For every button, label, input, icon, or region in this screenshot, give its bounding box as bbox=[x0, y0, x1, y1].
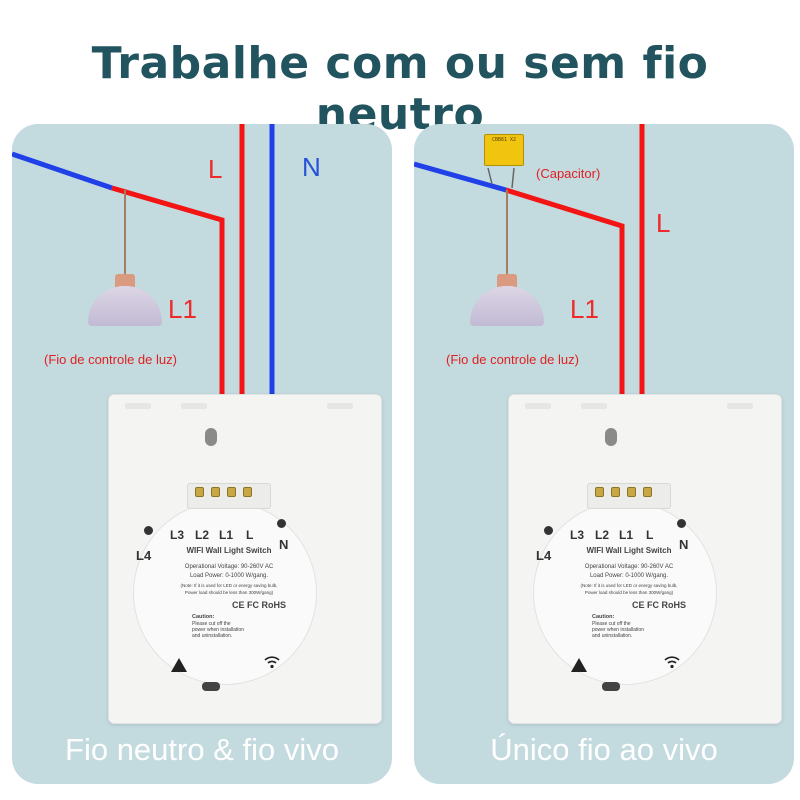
terminal-l4: L4 bbox=[536, 548, 552, 563]
spec-note-1: (Note: If it is used for LED or energy s… bbox=[580, 583, 678, 588]
wall-switch: L3 L2 L1 L L4 WIFI Wall Light Switch Ope… bbox=[508, 394, 782, 724]
load-wire-label: L1 bbox=[168, 294, 197, 324]
capacitor-print: CBB61 X2 bbox=[491, 137, 517, 143]
caption-left: Fio neutro & fio vivo bbox=[65, 732, 339, 767]
caution-text-2: power when installation bbox=[192, 627, 244, 633]
wall-switch: L3 L2 L1 L L4 WIFI Wall Light Switch Ope… bbox=[108, 394, 382, 724]
lamp-control-label: (Fio de controle de luz) bbox=[446, 352, 579, 367]
live-wire-label: L bbox=[656, 208, 671, 238]
terminal-l: L bbox=[246, 528, 254, 542]
switch-module: L3 L2 L1 L L4 WIFI Wall Light Switch Ope… bbox=[533, 501, 717, 685]
panel-without-neutral: CBB61 X2 (Capacitor) L L1 (Fio de contro… bbox=[414, 124, 794, 784]
terminal-l2: L2 bbox=[195, 528, 210, 542]
terminal-l: L bbox=[646, 528, 654, 542]
page-title: Trabalhe com ou sem fio neutro bbox=[91, 38, 709, 140]
caution-text-3: and uninstallation. bbox=[192, 633, 233, 639]
neutral-wire-label: N bbox=[302, 152, 321, 182]
switch-module: L3 L2 L1 L L4 WIFI Wall Light Switch Ope… bbox=[133, 501, 317, 685]
switch-slot bbox=[605, 428, 617, 446]
spec-note-2: Power load should be less than 300W/gang… bbox=[584, 590, 674, 595]
capacitor-icon: CBB61 X2 bbox=[484, 134, 524, 166]
caution-text-3: and uninstallation. bbox=[592, 633, 633, 639]
spec-note-2: Power load should be less than 300W/gang… bbox=[184, 590, 274, 595]
caution-icon bbox=[171, 658, 187, 672]
terminal-l1: L1 bbox=[619, 528, 634, 542]
neutral-wire-to-lamp bbox=[12, 151, 113, 191]
caution-title: Caution: bbox=[592, 614, 615, 620]
spec-power: Load Power: 0-1000 W/gang. bbox=[589, 573, 669, 579]
spec-voltage: Operational Voltage: 90-260V AC bbox=[584, 564, 674, 570]
switch-bottom-slot bbox=[202, 682, 220, 691]
terminal-n: N bbox=[279, 537, 289, 552]
wifi-icon bbox=[264, 656, 280, 669]
caution-text-2: power when installation bbox=[592, 627, 644, 633]
caution-icon bbox=[571, 658, 587, 672]
caution-text-1: Please cut off the bbox=[192, 621, 231, 627]
spec-voltage: Operational Voltage: 90-260V AC bbox=[184, 564, 274, 570]
switch-slot bbox=[205, 428, 217, 446]
switch-bottom-slot bbox=[602, 682, 620, 691]
capacitor-label: (Capacitor) bbox=[536, 166, 601, 181]
terminal-l3: L3 bbox=[570, 528, 585, 542]
terminal-l1: L1 bbox=[219, 528, 234, 542]
switch-model-text: WIFI Wall Light Switch bbox=[586, 546, 672, 555]
spec-power: Load Power: 0-1000 W/gang. bbox=[189, 573, 269, 579]
caution-text-1: Please cut off the bbox=[592, 621, 631, 627]
panel-with-neutral: L N L1 (Fio de controle de luz) L3 L2 L1… bbox=[12, 124, 392, 784]
live-wire-label: L bbox=[208, 154, 223, 184]
terminal-l4: L4 bbox=[136, 548, 152, 563]
spec-note-1: (Note: If it is used for LED or energy s… bbox=[180, 583, 278, 588]
terminal-l2: L2 bbox=[595, 528, 610, 542]
neutral-wire-to-lamp bbox=[414, 161, 507, 193]
load-wire-label: L1 bbox=[570, 294, 599, 324]
terminal-n: N bbox=[679, 537, 689, 552]
lamp-control-label: (Fio de controle de luz) bbox=[44, 352, 177, 367]
cert-marks: CE FC RoHS bbox=[632, 600, 686, 610]
caution-title: Caution: bbox=[192, 614, 215, 620]
terminal-l3: L3 bbox=[170, 528, 185, 542]
caption-right: Único fio ao vivo bbox=[490, 732, 718, 767]
cert-marks: CE FC RoHS bbox=[232, 600, 286, 610]
neutral-terminal-hole bbox=[677, 519, 686, 528]
switch-model-text: WIFI Wall Light Switch bbox=[186, 546, 272, 555]
neutral-terminal-hole bbox=[277, 519, 286, 528]
wifi-icon bbox=[664, 656, 680, 669]
